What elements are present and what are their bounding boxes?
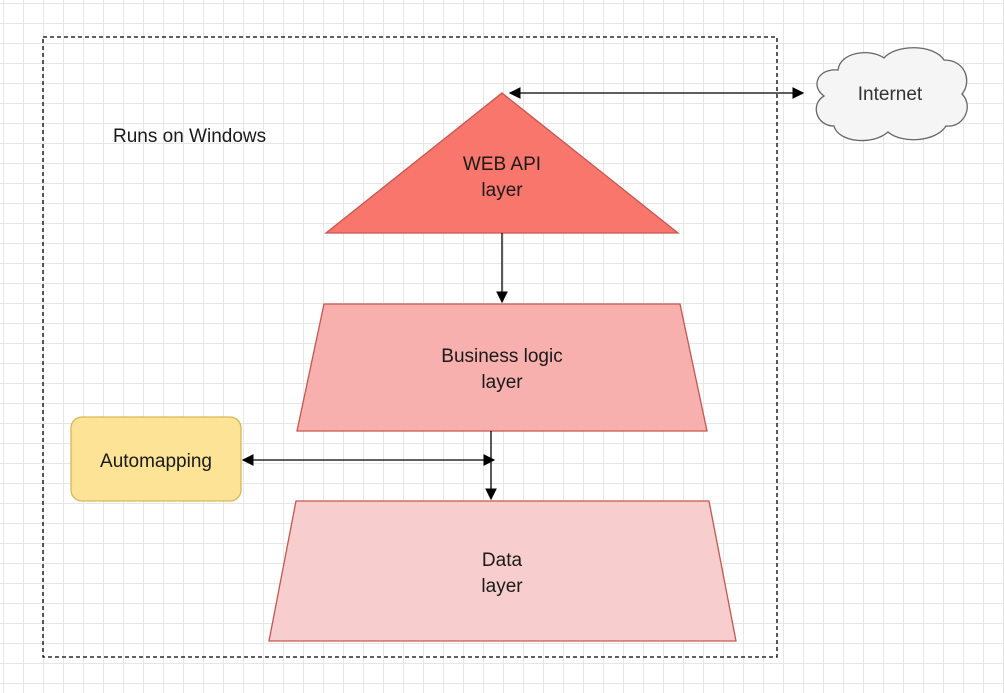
automapping-box[interactable] [70, 416, 242, 502]
business-label-line2: layer [481, 372, 523, 393]
business-label-line1: Business logic [441, 346, 562, 367]
windows-boundary[interactable] [42, 36, 778, 658]
data-label-line2: layer [481, 576, 523, 597]
web-api-label-line1: WEB API [463, 154, 541, 175]
data-layer-shape[interactable] [268, 500, 737, 642]
boundary-label: Runs on Windows [113, 126, 266, 147]
web-api-label-line2: layer [481, 180, 523, 201]
internet-label: Internet [858, 84, 923, 105]
internet-cloud-shape[interactable] [815, 47, 968, 142]
business-logic-layer-shape[interactable] [296, 303, 708, 432]
data-label-line1: Data [482, 550, 523, 571]
automapping-label: Automapping [100, 451, 212, 472]
